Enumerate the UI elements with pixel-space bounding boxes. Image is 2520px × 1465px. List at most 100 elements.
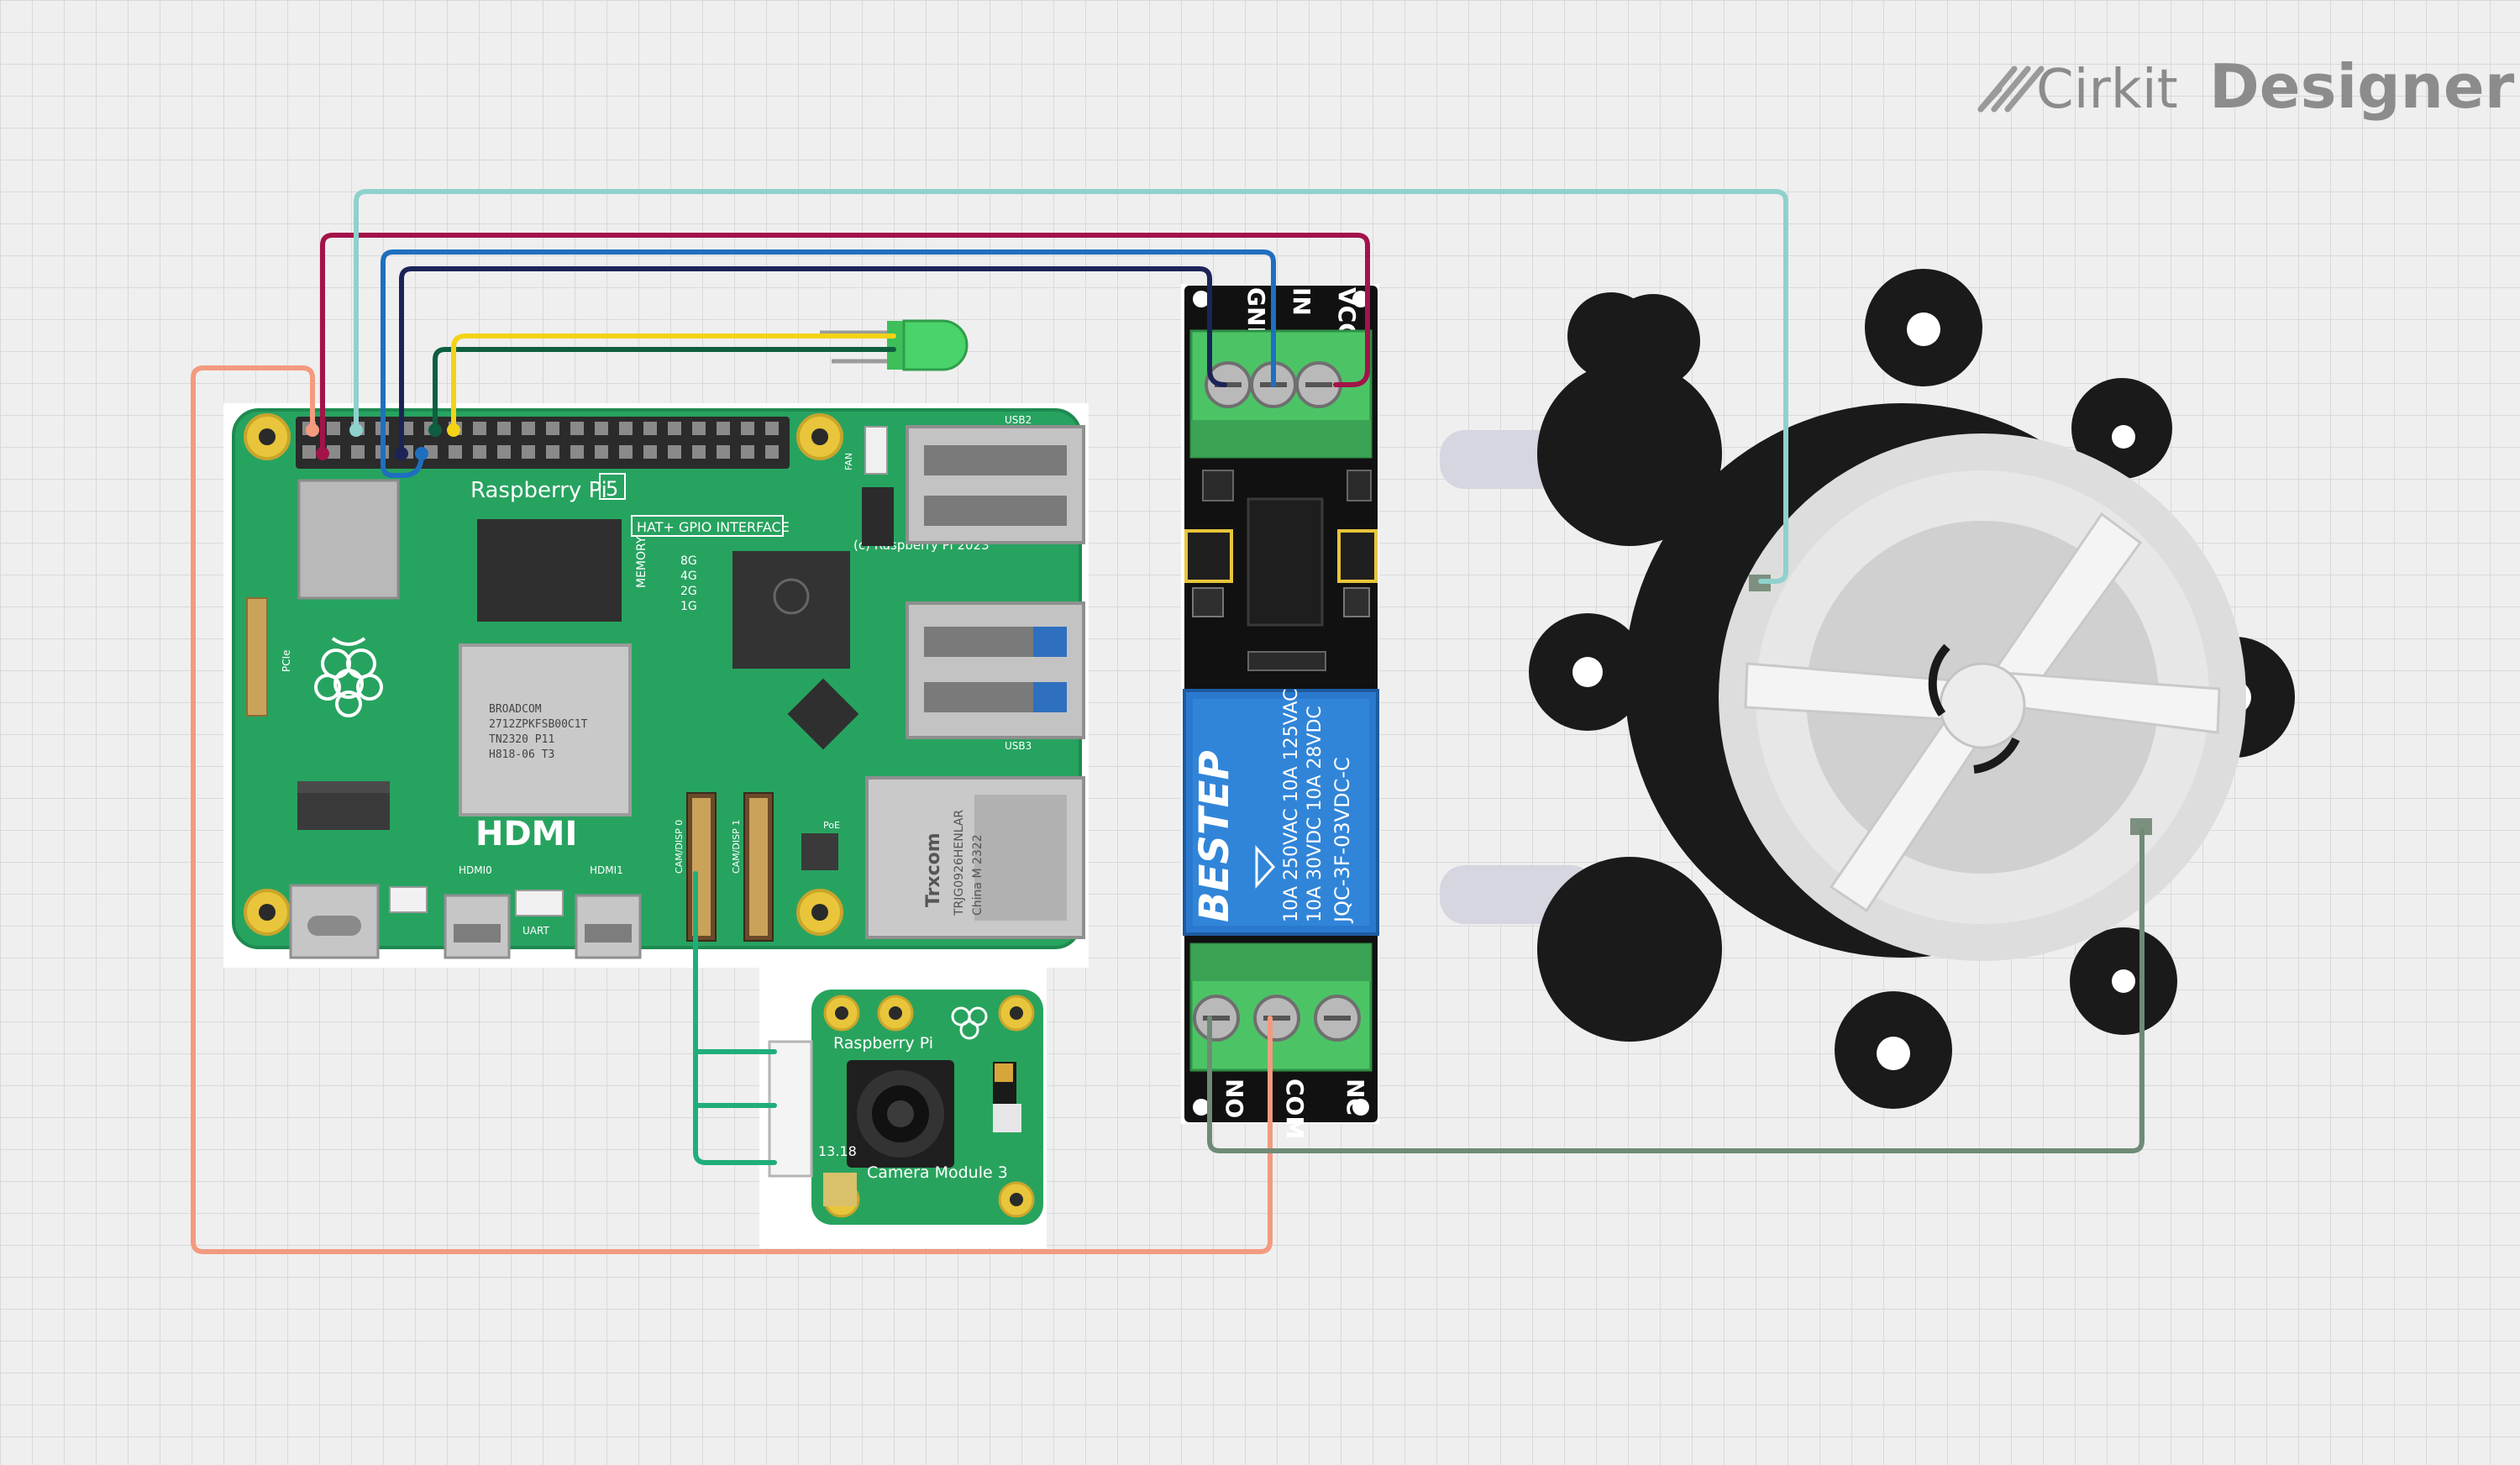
ethernet-part: TRJG0926HENLAR: [953, 810, 966, 916]
wire-maroon-pi-to-relay-vcc[interactable]: [320, 233, 1370, 456]
gpio-pin[interactable]: [668, 422, 681, 435]
gpio-pin[interactable]: [741, 445, 754, 459]
uart-connector[interactable]: [515, 890, 564, 916]
rp1-chip: [732, 551, 850, 669]
relay-output-terminal[interactable]: [1189, 943, 1373, 1072]
relay-pin-com-label: COM: [1281, 1079, 1309, 1139]
wires: [191, 189, 2145, 1254]
gpio-pin[interactable]: [619, 445, 633, 459]
gpio-pin[interactable]: [643, 445, 657, 459]
gpio-pin[interactable]: [595, 422, 608, 435]
watermark-cirkit: Cirkit: [2036, 59, 2178, 121]
pi-model-number: 5: [606, 477, 618, 501]
wire-salmon-pi-to-relay-com[interactable]: [191, 365, 1273, 1254]
gpio-pin[interactable]: [473, 445, 486, 459]
ethernet-port[interactable]: [865, 776, 1085, 939]
fan-connector[interactable]: [864, 426, 888, 475]
camera-module-3[interactable]: Raspberry Pi 13.18 Camera Module 3: [759, 966, 1047, 1248]
gpio-pin[interactable]: [522, 422, 535, 435]
relay-pin-no-label: NO: [1221, 1079, 1248, 1118]
gpio-pin[interactable]: [327, 422, 340, 435]
wire-yellow-pi-to-led[interactable]: [451, 333, 896, 433]
camera-code: 13.18: [818, 1143, 857, 1159]
raspberry-logo-icon: [314, 637, 383, 717]
relay-coil: [1183, 689, 1379, 936]
peristaltic-pump[interactable]: [1440, 269, 2295, 1109]
camera-raspberry-logo-icon: [951, 1006, 988, 1040]
camera-mounting-holes: [823, 995, 1035, 1218]
cam1-label: CAM/DISP 1: [731, 820, 742, 874]
gpio-pin[interactable]: [765, 422, 779, 435]
gpio-pin[interactable]: [449, 445, 462, 459]
memory-option: 8G: [680, 554, 697, 568]
wire-green-camera-ribbon[interactable]: [693, 871, 777, 1165]
gpio-pin[interactable]: [351, 445, 365, 459]
pcie-connector[interactable]: [246, 597, 268, 717]
relay-brand: BESTEP: [1191, 750, 1238, 922]
ethernet-origin: China M 2322: [971, 834, 984, 916]
hdmi0-label: HDMI0: [459, 864, 492, 876]
usb-c-power-port[interactable]: [289, 884, 380, 959]
wire-blue-pi-to-relay-in[interactable]: [381, 249, 1276, 478]
gpio-pin[interactable]: [546, 445, 559, 459]
raspberry-pi-5[interactable]: Raspberry Pi 5 HAT+ GPIO INTERFACE MEMOR…: [223, 403, 1089, 968]
pcie-label: PCIe: [281, 649, 292, 672]
wire-sage-relay-no-to-pump[interactable]: [1207, 827, 2145, 1153]
green-led[interactable]: [820, 319, 969, 371]
soc-markings: BROADCOM 2712ZPKFSB00C1T TN2320 P11 H818…: [489, 703, 588, 761]
gpio-pin[interactable]: [668, 445, 681, 459]
pump-rotor: [1719, 433, 2246, 961]
gpio-pin[interactable]: [497, 422, 511, 435]
pump-terminal-2[interactable]: [2130, 818, 2152, 835]
hdmi1-label: HDMI1: [590, 864, 623, 876]
usb2-port[interactable]: [906, 425, 1085, 544]
relay-pin-nc-label: NC: [1341, 1079, 1369, 1116]
memory-options: 8G 4G 2G 1G: [680, 554, 697, 613]
soc-line: 2712ZPKFSB00C1T: [489, 718, 588, 731]
relay-rating-1: 10A 250VAC 10A 125VAC: [1281, 689, 1302, 922]
memory-label: MEMORY: [635, 536, 648, 588]
gpio-pin[interactable]: [765, 445, 779, 459]
poe-label: PoE: [823, 820, 840, 831]
gpio-pin[interactable]: [327, 445, 340, 459]
gpio-pin[interactable]: [570, 422, 584, 435]
micro-hdmi-0-port[interactable]: [444, 894, 511, 959]
gpio-pin[interactable]: [643, 422, 657, 435]
gpio-pin[interactable]: [692, 422, 706, 435]
relay-pin-in-label: IN: [1288, 287, 1315, 316]
usb2-label: USB2: [1005, 414, 1032, 426]
usb3-port[interactable]: [906, 601, 1085, 739]
gpio-pin[interactable]: [522, 445, 535, 459]
camera-name: Camera Module 3: [867, 1163, 1008, 1182]
warning-triangle-icon: [1255, 845, 1276, 889]
cirkit-designer-watermark: Cirkit Designer: [1977, 51, 2515, 122]
pi-model-label: Raspberry Pi: [470, 478, 607, 503]
relay-input-terminal[interactable]: [1189, 329, 1373, 459]
camera-ribbon-connector[interactable]: [768, 1040, 813, 1178]
wire-darkgreen-pi-to-led[interactable]: [433, 347, 896, 433]
gpio-pin[interactable]: [717, 445, 730, 459]
memory-option: 2G: [680, 585, 697, 598]
wire-navy-pi-to-relay-gnd[interactable]: [399, 266, 1227, 456]
gpio-pin[interactable]: [546, 422, 559, 435]
cam-disp-0-connector[interactable]: [686, 792, 717, 942]
gpio-header[interactable]: [296, 417, 790, 469]
gpio-pin[interactable]: [692, 445, 706, 459]
gpio-pin[interactable]: [497, 445, 511, 459]
micro-hdmi-1-port[interactable]: [575, 894, 642, 959]
cam-disp-1-connector[interactable]: [743, 792, 774, 942]
cirkit-logo-icon: [1977, 66, 2045, 113]
soc-line: H818-06 T3: [489, 748, 554, 761]
gpio-pin[interactable]: [741, 422, 754, 435]
gpio-pin[interactable]: [717, 422, 730, 435]
relay-module[interactable]: GND IN VCC BESTEP 10A 2: [1181, 284, 1379, 1139]
gpio-pin[interactable]: [473, 422, 486, 435]
wire-teal-pi-to-pump[interactable]: [354, 189, 1788, 584]
gpio-pin[interactable]: [570, 445, 584, 459]
broadcom-soc: [459, 643, 632, 817]
soc-line: BROADCOM: [489, 703, 542, 716]
wifi-module: [297, 479, 400, 600]
gpio-pin[interactable]: [302, 445, 316, 459]
gpio-pin[interactable]: [595, 445, 608, 459]
gpio-pin[interactable]: [619, 422, 633, 435]
